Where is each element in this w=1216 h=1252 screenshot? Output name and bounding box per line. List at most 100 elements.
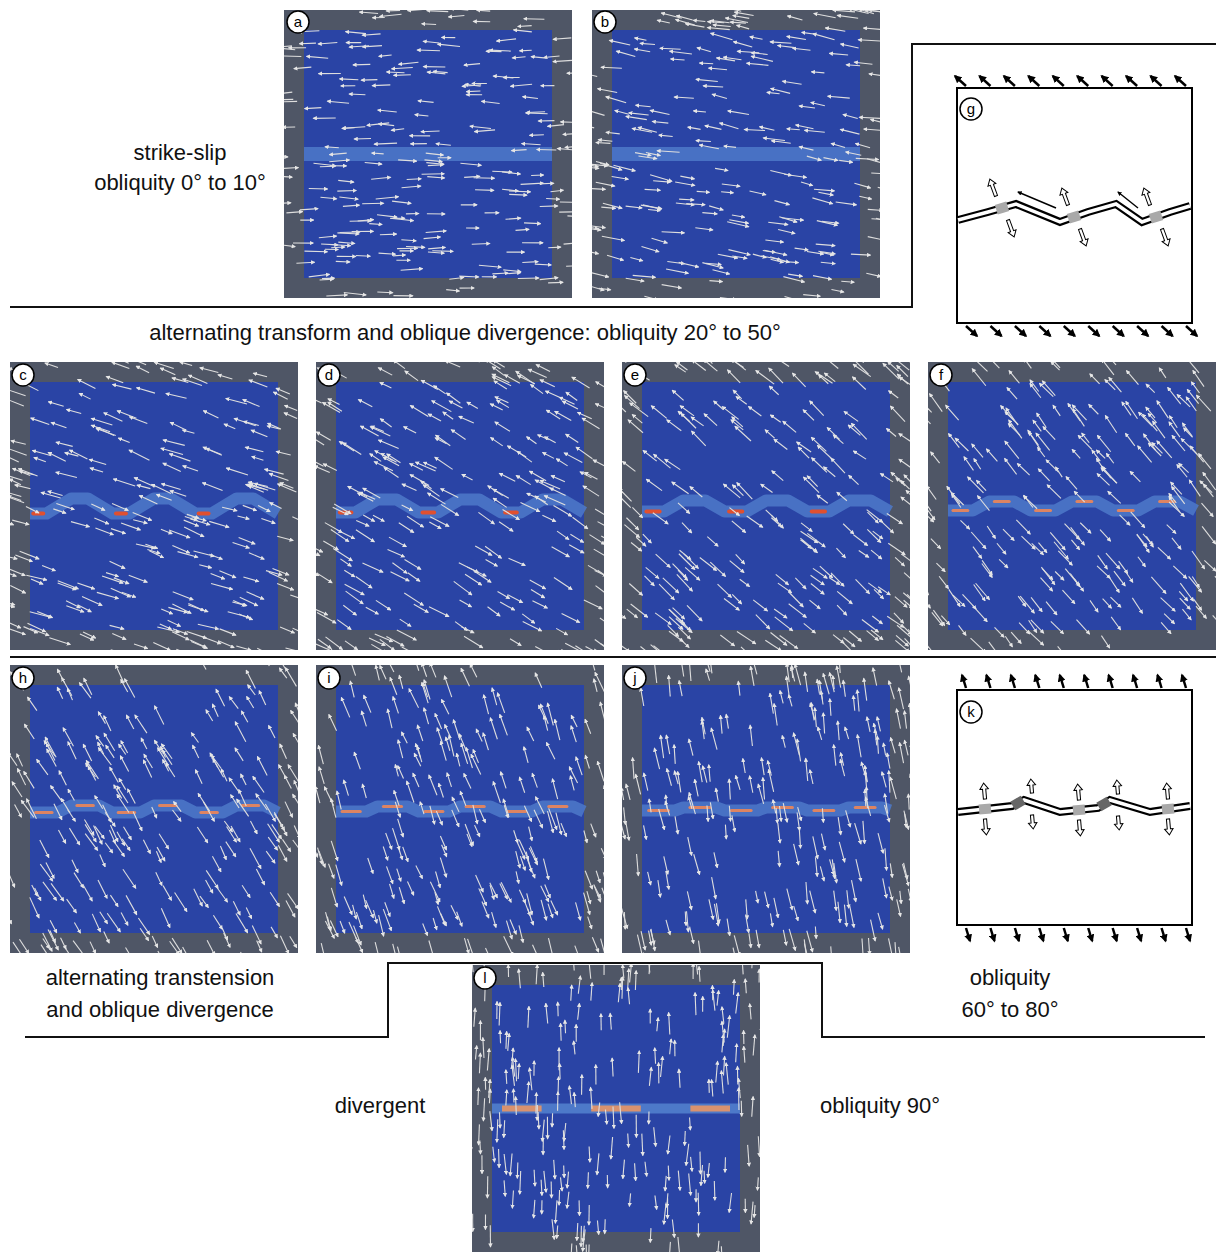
velocity-arrow: [1037, 413, 1046, 427]
velocity-arrow: [206, 880, 213, 893]
velocity-arrow: [454, 581, 472, 595]
velocity-arrow: [397, 947, 403, 953]
velocity-arrow: [364, 695, 371, 712]
velocity-arrow: [104, 716, 111, 731]
velocity-arrow: [422, 173, 445, 175]
velocity-arrow: [659, 135, 673, 136]
velocity-arrow: [778, 230, 795, 234]
spreading-segment: [953, 509, 968, 512]
velocity-arrow: [587, 891, 591, 904]
velocity-arrow: [804, 130, 824, 132]
velocity-arrow: [257, 757, 267, 776]
velocity-arrow: [693, 111, 705, 112]
velocity-arrow: [899, 377, 910, 389]
velocity-arrow: [707, 27, 729, 29]
velocity-arrow: [818, 727, 822, 740]
velocity-arrow: [294, 826, 298, 839]
velocity-arrow: [395, 802, 400, 817]
velocity-arrow: [592, 188, 605, 189]
velocity-arrow: [596, 162, 609, 165]
velocity-arrow: [212, 856, 221, 871]
velocity-arrow: [783, 277, 804, 282]
velocity-arrow: [449, 401, 462, 408]
velocity-arrow: [592, 110, 605, 116]
velocity-arrow: [111, 650, 123, 651]
velocity-arrow: [767, 92, 780, 93]
velocity-arrow: [828, 96, 850, 98]
velocity-arrow: [443, 412, 453, 419]
velocity-arrow: [1137, 535, 1147, 547]
velocity-arrow: [356, 530, 374, 542]
velocity-arrow: [671, 58, 685, 60]
velocity-arrow: [685, 911, 687, 925]
velocity-arrow: [807, 156, 821, 160]
velocity-arrow: [667, 769, 672, 786]
velocity-arrow: [661, 13, 681, 18]
velocity-arrow: [871, 172, 880, 174]
velocity-arrow: [427, 177, 444, 178]
velocity-arrow: [323, 464, 337, 471]
velocity-arrow: [278, 484, 297, 492]
velocity-arrow: [417, 50, 440, 52]
velocity-arrow: [1097, 566, 1110, 578]
panel-frame: [10, 362, 298, 650]
velocity-arrow: [626, 518, 638, 530]
velocity-arrow: [344, 780, 349, 795]
velocity-field: [316, 362, 604, 650]
velocity-arrow: [203, 802, 214, 821]
velocity-arrow: [758, 784, 763, 804]
velocity-arrow: [466, 90, 480, 92]
velocity-arrow: [362, 784, 366, 798]
velocity-arrow: [362, 711, 367, 726]
velocity-arrow: [356, 577, 372, 588]
velocity-arrow: [735, 426, 751, 441]
velocity-arrow: [285, 406, 298, 411]
velocity-arrow: [408, 10, 429, 11]
velocity-arrow: [1103, 599, 1112, 608]
velocity-arrow: [243, 505, 257, 510]
velocity-arrow: [779, 217, 797, 222]
velocity-arrow: [68, 789, 74, 800]
velocity-arrow: [429, 775, 437, 795]
velocity-arrow: [531, 57, 546, 59]
velocity-arrow: [829, 578, 840, 585]
velocity-arrow: [26, 507, 39, 513]
velocity-arrow: [313, 117, 335, 118]
velocity-arrow: [733, 15, 749, 18]
velocity-arrow: [35, 888, 41, 900]
velocity-arrow: [187, 631, 207, 638]
velocity-arrow: [868, 209, 880, 210]
spreading-segment: [1118, 509, 1133, 512]
velocity-arrow: [452, 797, 459, 812]
velocity-arrow: [374, 462, 393, 471]
velocity-arrow: [349, 46, 369, 47]
spreading-segment: [342, 810, 360, 813]
velocity-arrow: [356, 912, 362, 928]
velocity-arrow: [1148, 413, 1156, 422]
velocity-arrow: [316, 397, 322, 403]
velocity-arrow: [861, 762, 867, 782]
velocity-arrow: [1046, 460, 1058, 472]
velocity-arrow: [1161, 622, 1171, 633]
velocity-arrow: [363, 515, 374, 521]
velocity-arrow: [1070, 573, 1080, 586]
velocity-arrow: [881, 521, 894, 533]
velocity-arrow: [400, 619, 411, 626]
velocity-arrow: [133, 812, 142, 831]
velocity-arrow: [247, 697, 254, 708]
velocity-arrow: [199, 565, 211, 568]
velocity-arrow: [378, 110, 397, 112]
velocity-arrow: [218, 641, 234, 648]
shear-band: [30, 499, 278, 514]
velocity-arrow: [845, 727, 849, 739]
velocity-arrow: [803, 295, 820, 297]
velocity-arrow: [501, 882, 511, 902]
velocity-arrow: [249, 553, 264, 559]
velocity-arrow: [71, 522, 89, 527]
velocity-arrow: [564, 453, 582, 463]
velocity-arrow: [410, 464, 423, 471]
velocity-arrow: [1139, 412, 1152, 426]
velocity-arrow: [655, 613, 671, 625]
velocity-arrow: [646, 479, 662, 490]
velocity-arrow: [246, 908, 251, 919]
